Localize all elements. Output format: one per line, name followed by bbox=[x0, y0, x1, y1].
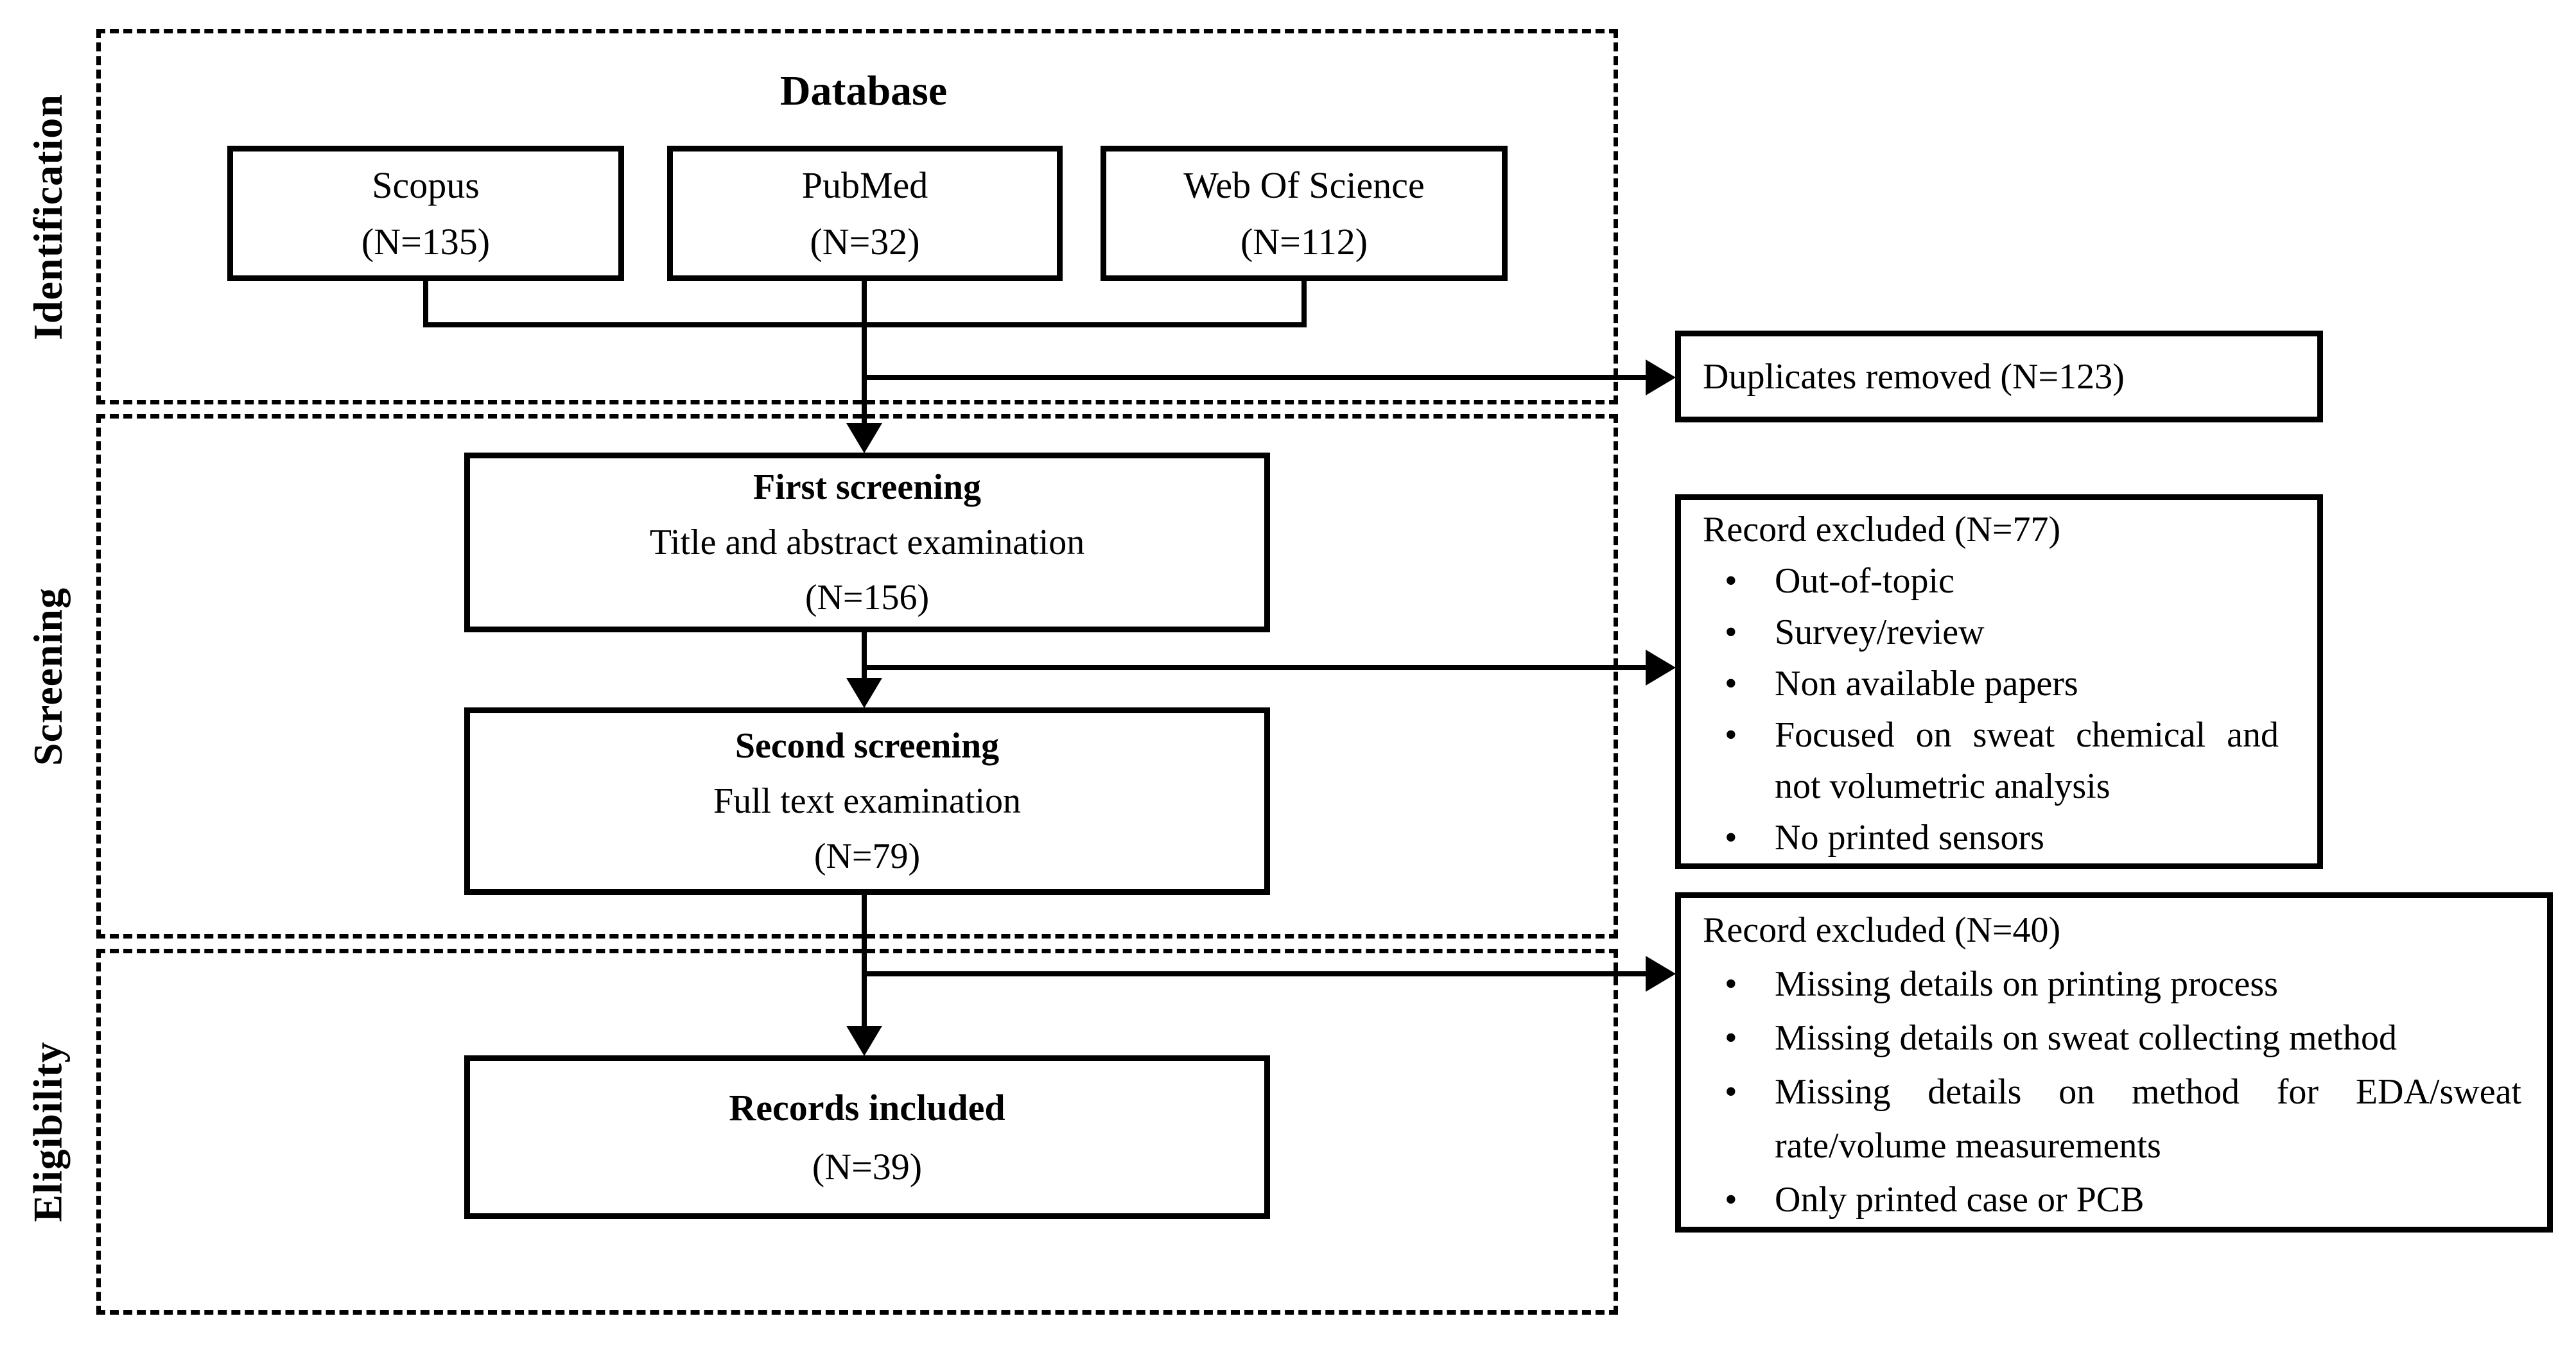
record-excluded-77-list: Out-of-topic Survey/review Non available… bbox=[1703, 555, 2279, 863]
connector-duplicates-branch bbox=[862, 375, 1646, 380]
connector-excluded77-branch bbox=[862, 665, 1646, 670]
web-of-science-name: Web Of Science bbox=[1183, 164, 1425, 206]
exclusion-item: Missing details on sweat collecting meth… bbox=[1703, 1011, 2521, 1065]
screening-section-box bbox=[96, 414, 1618, 939]
exclusion-item: Only printed case or PCB bbox=[1703, 1173, 2521, 1227]
record-excluded-77-title: Record excluded (N=77) bbox=[1703, 510, 2061, 550]
first-screening-box: First screening Title and abstract exami… bbox=[464, 453, 1270, 632]
connector-scopus-stub bbox=[423, 281, 428, 327]
first-screening-subtitle: Title and abstract examination bbox=[649, 523, 1085, 562]
duplicates-removed-box: Duplicates removed (N=123) bbox=[1675, 331, 2323, 422]
exclusion-item: Focused on sweat chemical and not volume… bbox=[1703, 709, 2279, 812]
record-excluded-40-box: Record excluded (N=40) Missing details o… bbox=[1675, 892, 2553, 1233]
web-of-science-count: (N=112) bbox=[1240, 220, 1368, 263]
exclusion-item: Non available papers bbox=[1703, 658, 2279, 709]
second-screening-box: Second screening Full text examination (… bbox=[464, 707, 1270, 895]
pubmed-box: PubMed (N=32) bbox=[667, 146, 1063, 281]
records-included-box: Records included (N=39) bbox=[464, 1055, 1270, 1219]
exclusion-item: Missing details on method for EDA/sweat … bbox=[1703, 1065, 2521, 1173]
exclusion-item: Out-of-topic bbox=[1703, 555, 2279, 607]
arrow-down-records-included-icon bbox=[846, 1026, 882, 1056]
arrow-right-excluded77-icon bbox=[1646, 650, 1676, 686]
record-excluded-40-title: Record excluded (N=40) bbox=[1703, 910, 2061, 950]
arrow-right-excluded40-icon bbox=[1646, 956, 1676, 992]
identification-section-box bbox=[96, 29, 1618, 404]
arrow-down-second-screening-icon bbox=[846, 678, 882, 708]
scopus-name: Scopus bbox=[372, 164, 480, 206]
screening-label-wrap: Screening bbox=[0, 414, 96, 939]
identification-label-wrap: Identification bbox=[0, 29, 96, 404]
eligibility-section-box bbox=[96, 949, 1618, 1315]
connector-main-line-2 bbox=[862, 632, 867, 680]
scopus-box: Scopus (N=135) bbox=[227, 146, 624, 281]
exclusion-item: Missing details on printing process bbox=[1703, 957, 2521, 1011]
second-screening-count: (N=79) bbox=[814, 836, 921, 876]
record-excluded-77-box: Record excluded (N=77) Out-of-topic Surv… bbox=[1675, 494, 2323, 869]
record-excluded-40-list: Missing details on printing process Miss… bbox=[1703, 957, 2521, 1227]
eligibility-label: Eligibility bbox=[25, 1041, 71, 1222]
connector-main-line-1 bbox=[862, 281, 867, 425]
first-screening-title: First screening bbox=[753, 467, 982, 507]
second-screening-subtitle: Full text examination bbox=[713, 781, 1022, 821]
identification-label: Identification bbox=[25, 93, 71, 340]
second-screening-title: Second screening bbox=[735, 726, 1000, 766]
exclusion-item: No printed sensors bbox=[1703, 812, 2279, 863]
web-of-science-box: Web Of Science (N=112) bbox=[1101, 146, 1508, 281]
exclusion-item: Survey/review bbox=[1703, 607, 2279, 658]
database-title: Database bbox=[779, 67, 948, 114]
connector-excluded40-branch bbox=[862, 971, 1646, 976]
pubmed-name: PubMed bbox=[801, 164, 928, 206]
records-included-title: Records included bbox=[729, 1086, 1005, 1129]
connector-main-line-3 bbox=[862, 895, 867, 1027]
screening-label: Screening bbox=[25, 587, 71, 766]
arrow-right-duplicates-icon bbox=[1646, 359, 1676, 395]
records-included-count: (N=39) bbox=[812, 1145, 923, 1188]
eligibility-label-wrap: Eligibility bbox=[0, 949, 96, 1315]
first-screening-count: (N=156) bbox=[805, 578, 930, 618]
connector-wos-stub bbox=[1301, 281, 1307, 327]
duplicates-removed-title: Duplicates removed (N=123) bbox=[1703, 356, 2125, 397]
arrow-down-first-screening-icon bbox=[846, 423, 882, 453]
scopus-count: (N=135) bbox=[361, 220, 491, 263]
pubmed-count: (N=32) bbox=[810, 220, 920, 263]
